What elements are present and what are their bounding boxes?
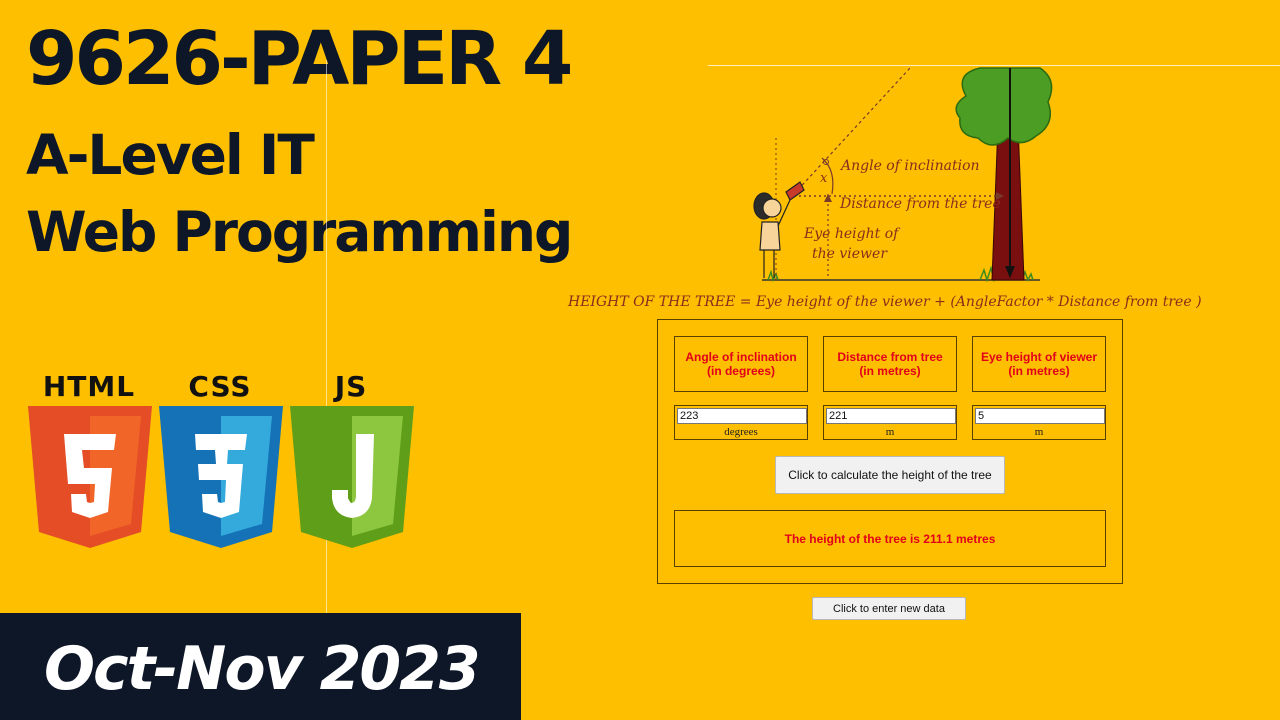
divider-vertical bbox=[326, 60, 327, 615]
date-banner bbox=[0, 613, 521, 720]
distance-label-line1: Distance from tree bbox=[837, 350, 943, 364]
label-distance: Distance from the tree bbox=[840, 196, 1001, 212]
distance-label: Distance from tree(in metres) bbox=[823, 336, 957, 392]
distance-input[interactable] bbox=[826, 408, 956, 424]
eye-input[interactable] bbox=[975, 408, 1105, 424]
eye-label: Eye height of viewer(in metres) bbox=[972, 336, 1106, 392]
html-logo-label: HTML bbox=[42, 370, 136, 403]
thumbnail-subtitle-2: Web Programming bbox=[26, 200, 573, 264]
angle-input[interactable] bbox=[677, 408, 807, 424]
thumbnail-title: 9626-PAPER 4 bbox=[26, 16, 573, 102]
angle-marker: x bbox=[820, 171, 828, 186]
angle-label: Angle of inclination(in degrees) bbox=[674, 336, 808, 392]
calculate-button[interactable]: Click to calculate the height of the tre… bbox=[775, 456, 1005, 494]
angle-input-cell: degrees bbox=[674, 405, 808, 440]
sight-line bbox=[793, 67, 911, 195]
divider-horizontal bbox=[708, 65, 1280, 66]
eye-input-cell: m bbox=[972, 405, 1106, 440]
distance-input-cell: m bbox=[823, 405, 957, 440]
label-eye-1: Eye height of bbox=[804, 226, 899, 242]
distance-unit: m bbox=[885, 426, 895, 438]
angle-label-line2: (in degrees) bbox=[706, 364, 775, 378]
tree-diagram: x bbox=[753, 67, 1053, 283]
date-label: Oct-Nov 2023 bbox=[44, 634, 481, 704]
angle-label-line1: Angle of inclination bbox=[685, 350, 797, 364]
js-icon bbox=[290, 406, 414, 548]
css3-icon bbox=[159, 406, 283, 548]
new-data-button[interactable]: Click to enter new data bbox=[812, 597, 966, 620]
calculator-panel: Angle of inclination(in degrees) Distanc… bbox=[657, 319, 1123, 584]
eye-label-line2: (in metres) bbox=[1008, 364, 1070, 378]
css-logo-label: CSS bbox=[188, 370, 252, 403]
label-eye-2: the viewer bbox=[812, 246, 888, 262]
distance-label-line2: (in metres) bbox=[859, 364, 921, 378]
eye-unit: m bbox=[1034, 426, 1044, 438]
eye-label-line1: Eye height of viewer bbox=[980, 350, 1098, 364]
formula-text: HEIGHT OF THE TREE = Eye height of the v… bbox=[568, 294, 1202, 310]
label-angle: Angle of inclination bbox=[841, 158, 980, 174]
thumbnail-subtitle-1: A-Level IT bbox=[26, 123, 315, 187]
viewer-figure bbox=[753, 181, 805, 278]
tree-crown bbox=[955, 67, 1053, 146]
angle-unit: degrees bbox=[724, 426, 758, 438]
html5-icon bbox=[28, 406, 152, 548]
js-logo-label: JS bbox=[334, 370, 368, 403]
result-text: The height of the tree is 211.1 metres bbox=[674, 510, 1106, 567]
